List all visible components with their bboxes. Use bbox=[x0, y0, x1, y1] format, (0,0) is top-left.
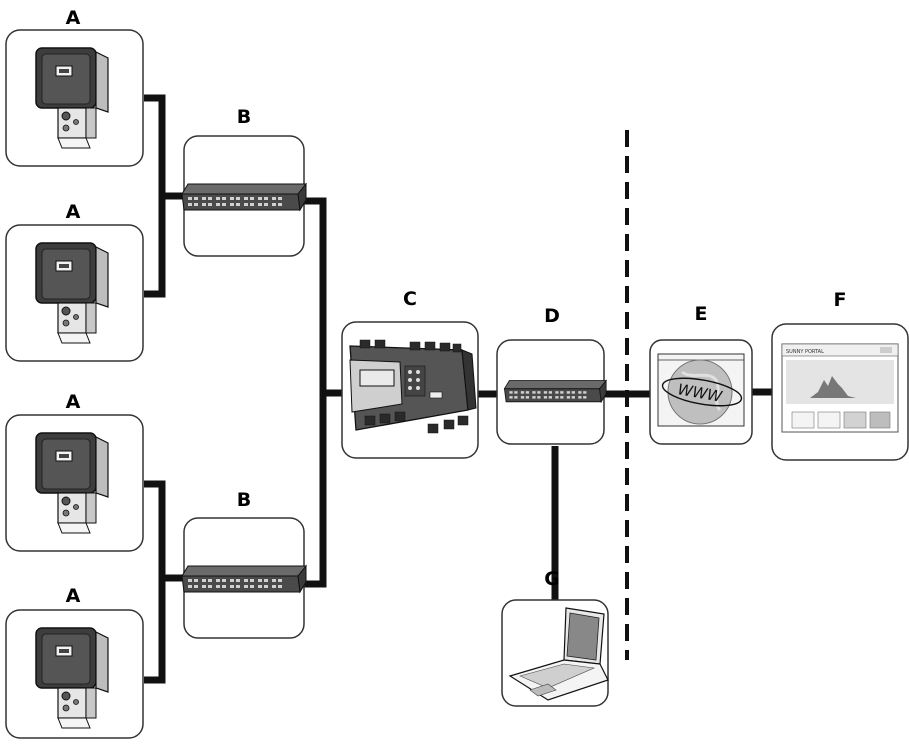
network-switch-icon bbox=[181, 183, 307, 211]
label-switch-2: B bbox=[237, 489, 251, 511]
line-a1-a2-bus bbox=[144, 94, 166, 298]
label-inverter-4: A bbox=[66, 585, 81, 607]
label-inverter-2: A bbox=[66, 201, 81, 223]
label-inverter-3: A bbox=[66, 391, 81, 413]
label-switch-1: B bbox=[237, 106, 251, 128]
label-computer: G bbox=[544, 568, 560, 590]
label-router: D bbox=[544, 305, 560, 327]
label-internet: E bbox=[695, 303, 708, 325]
router-icon bbox=[504, 380, 607, 403]
internet-globe-icon bbox=[657, 353, 745, 427]
line-b1-b2-to-c bbox=[303, 197, 342, 588]
network-switch-icon bbox=[181, 565, 307, 593]
component-labels: A A A A B B C D E F G bbox=[66, 7, 847, 607]
line-a3-a4-bus bbox=[144, 480, 166, 684]
web-portal-screen-icon bbox=[781, 343, 899, 433]
datalogger-icon bbox=[349, 339, 477, 434]
label-portal: F bbox=[834, 289, 847, 311]
portal-header-text: SUNNY PORTAL bbox=[786, 349, 824, 355]
label-datalogger: C bbox=[403, 288, 417, 310]
laptop-icon bbox=[508, 607, 609, 701]
connection-lines bbox=[144, 94, 772, 684]
label-inverter-1: A bbox=[66, 7, 81, 29]
